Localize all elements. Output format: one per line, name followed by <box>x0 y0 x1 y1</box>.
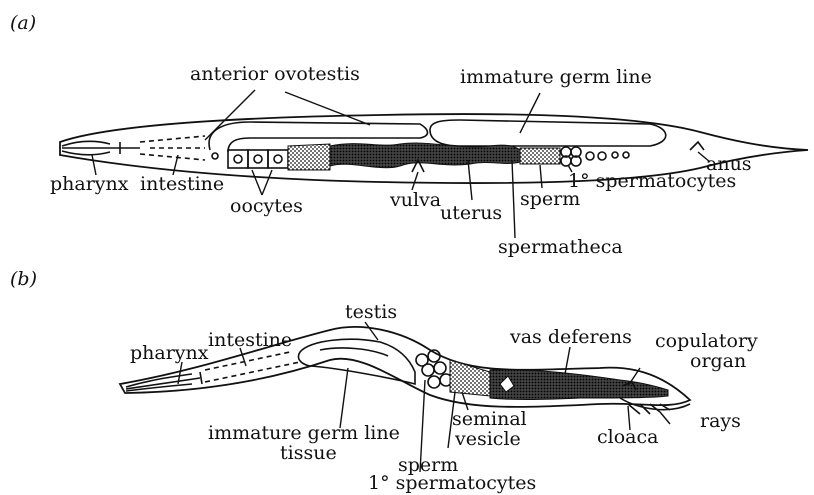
label-intestine-a: intestine <box>140 175 224 194</box>
label-immature-germ-line-2: tissue <box>280 444 337 463</box>
label-vas-deferens: vas deferens <box>510 328 632 347</box>
label-seminal-vesicle-1: seminal <box>452 410 527 429</box>
label-oocytes: oocytes <box>230 197 303 216</box>
label-copulatory-organ-2: organ <box>690 352 746 371</box>
label-anterior-ovotestis: anterior ovotestis <box>190 65 360 84</box>
panel-b-label: (b) <box>10 270 37 289</box>
label-sperm-a: sperm <box>520 190 580 209</box>
label-pharynx-b: pharynx <box>130 344 209 363</box>
label-pharynx-a: pharynx <box>50 175 129 194</box>
label-spermatheca: spermatheca <box>498 238 623 257</box>
label-testis: testis <box>345 303 397 322</box>
label-primary-spermatocytes-b: 1° spermatocytes <box>368 474 536 493</box>
label-intestine-b: intestine <box>208 331 292 350</box>
panel-a-label: (a) <box>10 14 36 33</box>
herm-posterior-sperm <box>520 148 560 164</box>
label-anus: anus <box>706 155 752 174</box>
label-seminal-vesicle-2: vesicle <box>455 430 521 449</box>
label-copulatory-organ-1: copulatory <box>655 332 758 351</box>
label-immature-germ-line-1: immature germ line <box>208 424 400 443</box>
label-vulva: vulva <box>390 191 441 210</box>
label-cloaca: cloaca <box>597 428 658 447</box>
herm-anterior-spermatheca <box>288 144 330 170</box>
label-rays: rays <box>700 412 741 431</box>
label-uterus: uterus <box>440 204 502 223</box>
label-immature-germ-line: immature germ line <box>460 68 652 87</box>
